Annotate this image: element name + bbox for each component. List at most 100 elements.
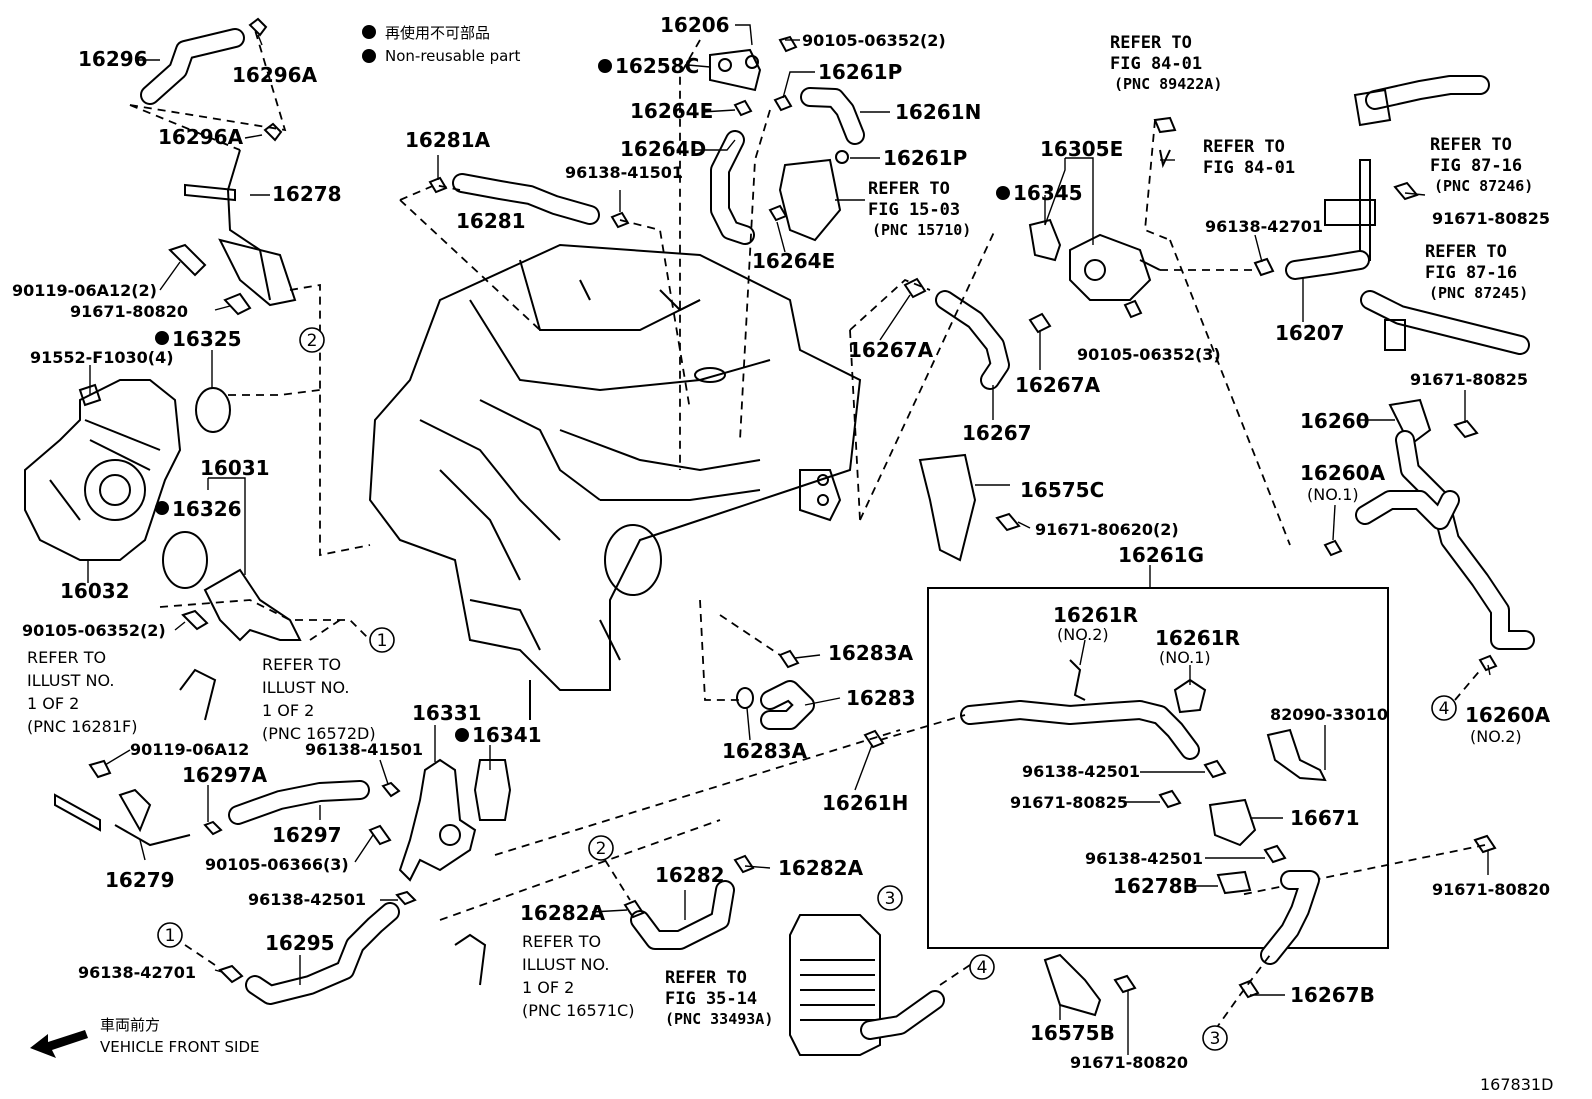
label-16261P: 16261P (818, 60, 902, 84)
label-16207: 16207 (1275, 321, 1345, 345)
label-16341: 16341 (472, 723, 542, 747)
label-16279: 16279 (105, 868, 175, 892)
label-16267B: 16267B (1290, 983, 1375, 1007)
label-16258C: 16258C (615, 54, 699, 78)
hose-16261N (800, 87, 865, 145)
label-16261R-no2: (NO.2) (1057, 625, 1109, 644)
bracket-16207 (1324, 199, 1376, 226)
svg-text:FIG 87-16: FIG 87-16 (1425, 263, 1517, 283)
svg-text:FIG 84-01: FIG 84-01 (1203, 158, 1295, 178)
label-16261N: 16261N (895, 100, 981, 124)
label-16575C: 16575C (1020, 478, 1104, 502)
svg-text:FIG 35-14: FIG 35-14 (665, 989, 757, 1009)
hose-16295 (245, 902, 400, 1005)
svg-text:1 OF 2: 1 OF 2 (262, 701, 314, 720)
bolt-91671-80825 (1393, 181, 1419, 201)
marker-3: 3 (885, 889, 896, 909)
svg-text:REFER TO: REFER TO (522, 932, 601, 951)
label-16296: 16296 (78, 47, 148, 71)
connector-87246 (1353, 88, 1392, 127)
non-reusable-bullet-icon (155, 501, 169, 515)
label-16297A: 16297A (182, 763, 268, 787)
refer-to-blocks: REFER TO FIG 84-01 (PNC 89422A) REFER TO… (27, 33, 1533, 1028)
water-outlet-16331 (398, 758, 512, 882)
bolt-90105 (181, 609, 209, 631)
label-16264E-b: 16264E (752, 249, 835, 273)
connector-89422A (1153, 116, 1177, 134)
clamp-96138-42501-b (1203, 759, 1227, 779)
label-16283: 16283 (846, 686, 916, 710)
ref-illust-16571C: REFER TO ILLUST NO. 1 OF 2 (PNC 16571C) (522, 932, 634, 1020)
label-90119-06A12: 90119-06A12 (130, 740, 249, 759)
hose-oil-cooler (860, 990, 945, 1040)
hose-87245 (1360, 290, 1530, 355)
marker-1-b: 1 (165, 926, 176, 946)
clamp-16267B (1238, 979, 1260, 999)
hose-16297 (228, 780, 370, 825)
front-note-jp: 車両前方 (100, 1016, 160, 1034)
clamp-96138-42701-b (1253, 257, 1275, 277)
clamp-16297A (203, 820, 223, 836)
engine-block (368, 243, 862, 720)
label-96138-42501-c: 96138-42501 (1085, 849, 1203, 868)
label-16671: 16671 (1290, 806, 1360, 830)
label-16278B: 16278B (1113, 874, 1198, 898)
label-16260A-b: 16260A (1465, 703, 1551, 727)
clamp-16260A-1 (1323, 539, 1343, 557)
leader-lines (87, 24, 1491, 1055)
label-90105-06352-3: 90105-06352(3) (1077, 345, 1221, 364)
svg-text:(PNC 87245): (PNC 87245) (1429, 284, 1528, 302)
svg-text:(PNC 16281F): (PNC 16281F) (27, 717, 137, 736)
svg-text:FIG 87-16: FIG 87-16 (1430, 156, 1522, 176)
svg-text:ILLUST NO.: ILLUST NO. (262, 678, 349, 697)
ref-fig-84-01-b: REFER TO FIG 84-01 (1203, 137, 1295, 178)
hose-16207 (1285, 250, 1370, 280)
connector-87245 (1384, 319, 1406, 351)
label-96138-42501-b: 96138-42501 (1022, 762, 1140, 781)
ref-fig-87-16-b: REFER TO FIG 87-16 (PNC 87245) (1425, 242, 1528, 302)
marker-2: 2 (307, 331, 318, 351)
label-90105-06366: 90105-06366(3) (205, 855, 349, 874)
hose-16296 (140, 28, 245, 105)
label-16260A-no1: (NO.1) (1307, 485, 1359, 504)
svg-text:(PNC 15710): (PNC 15710) (872, 221, 971, 239)
legend: 再使用不可部品 Non-reusable part (362, 24, 520, 65)
label-16295: 16295 (265, 931, 335, 955)
ref-illust-16572D: REFER TO ILLUST NO. 1 OF 2 (PNC 16572D) (262, 655, 376, 743)
clip-16261R-2 (1069, 659, 1086, 701)
clip-84-01 (1159, 149, 1171, 169)
clamp-16296A-top (248, 17, 268, 37)
legend-en: Non-reusable part (385, 47, 520, 65)
bolt-91671-80825-b (1453, 419, 1479, 439)
egr-valve-ref (778, 158, 842, 242)
non-reusable-bullet-icon (598, 59, 612, 73)
label-16260A-no2: (NO.2) (1470, 727, 1522, 746)
label-16278: 16278 (272, 182, 342, 206)
svg-text:ILLUST NO.: ILLUST NO. (27, 671, 114, 690)
clamp-16281A (428, 176, 448, 194)
label-16282A: 16282A (778, 856, 864, 880)
marker-4-b: 4 (1439, 699, 1450, 719)
bolt-90105-top (778, 35, 798, 53)
label-16264E: 16264E (630, 99, 713, 123)
label-16331: 16331 (412, 701, 482, 725)
bolt-91671-80620 (995, 512, 1021, 532)
svg-text:(PNC 89422A): (PNC 89422A) (1114, 75, 1222, 93)
label-91671-80825-c: 91671-80825 (1010, 793, 1128, 812)
label-16032: 16032 (60, 579, 130, 603)
label-91671-80820: 91671-80820 (70, 302, 188, 321)
label-16305E: 16305E (1040, 137, 1123, 161)
gasket-16325 (195, 387, 231, 433)
svg-text:REFER TO: REFER TO (1203, 137, 1285, 157)
label-82090-33010: 82090-33010 (1270, 705, 1388, 724)
label-16297: 16297 (272, 823, 342, 847)
pipe-16278 (184, 149, 297, 307)
label-16261R-no1: (NO.1) (1159, 648, 1211, 667)
label-16267A-b: 16267A (1015, 373, 1101, 397)
svg-text:1 OF 2: 1 OF 2 (522, 978, 574, 997)
hose-lower-right (1260, 870, 1320, 965)
pipe-16207-vert (1359, 159, 1371, 261)
label-16282A-b: 16282A (520, 901, 606, 925)
clamp-16260A-2 (1478, 654, 1498, 672)
